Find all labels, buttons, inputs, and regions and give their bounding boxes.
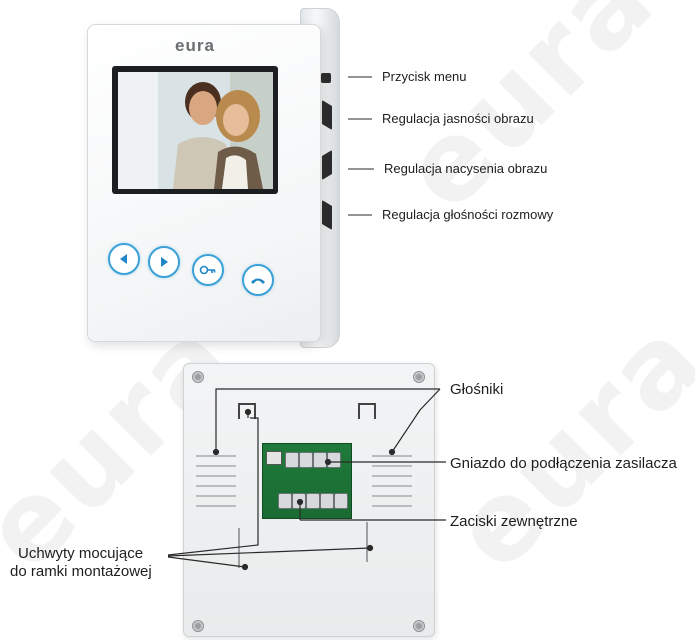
callout-brightness: Regulacja jasności obrazu [382,111,534,126]
answer-call-button[interactable] [242,264,274,296]
brand-logo: eura [175,36,215,55]
callout-saturation: Regulacja nacysenia obrazu [384,161,548,176]
callout-power-socket: Gniazdo do podłączenia zasilacza [450,455,677,472]
mount-hook-top-left [238,403,256,419]
ext-terminal-5 [334,493,348,509]
power-terminal-1 [285,452,299,468]
callout-speakers: Głośniki [450,381,504,398]
callout-mounting-hooks-line2: do ramki montażowej [10,563,152,580]
screw-bottom-left [192,620,204,632]
mount-hook-top-right [358,403,376,419]
power-terminal-2 [299,452,313,468]
ext-terminal-1 [278,493,292,509]
speaker-right [372,455,412,507]
monitor-screen [118,72,273,189]
brightness-key[interactable] [322,100,332,130]
next-button[interactable] [148,246,180,278]
ext-terminal-3 [306,493,320,509]
callout-mounting-hooks-line1: Uchwyty mocujące [18,545,144,562]
callout-menu-button: Przycisk menu [382,69,467,84]
screw-bottom-right [413,620,425,632]
callout-volume: Regulacja głośności rozmowy [382,207,554,222]
prev-button[interactable] [108,243,140,275]
mount-slot-right [366,522,368,562]
menu-key[interactable] [321,73,331,83]
dc-jack [266,451,282,465]
volume-key[interactable] [322,200,332,230]
callout-external-terminals: Zaciski zewnętrzne [450,513,578,530]
door-unlock-button[interactable] [192,254,224,286]
speaker-left [196,455,236,507]
left-arrow-icon [120,254,127,264]
key-icon [199,265,216,275]
couple-photo-illustration [118,72,273,189]
screw-top-left [192,371,204,383]
ext-terminal-4 [320,493,334,509]
mount-slot-left [238,528,240,568]
screw-top-right [413,371,425,383]
saturation-key[interactable] [322,150,332,180]
handset-icon [251,278,265,284]
right-arrow-icon [161,257,168,267]
